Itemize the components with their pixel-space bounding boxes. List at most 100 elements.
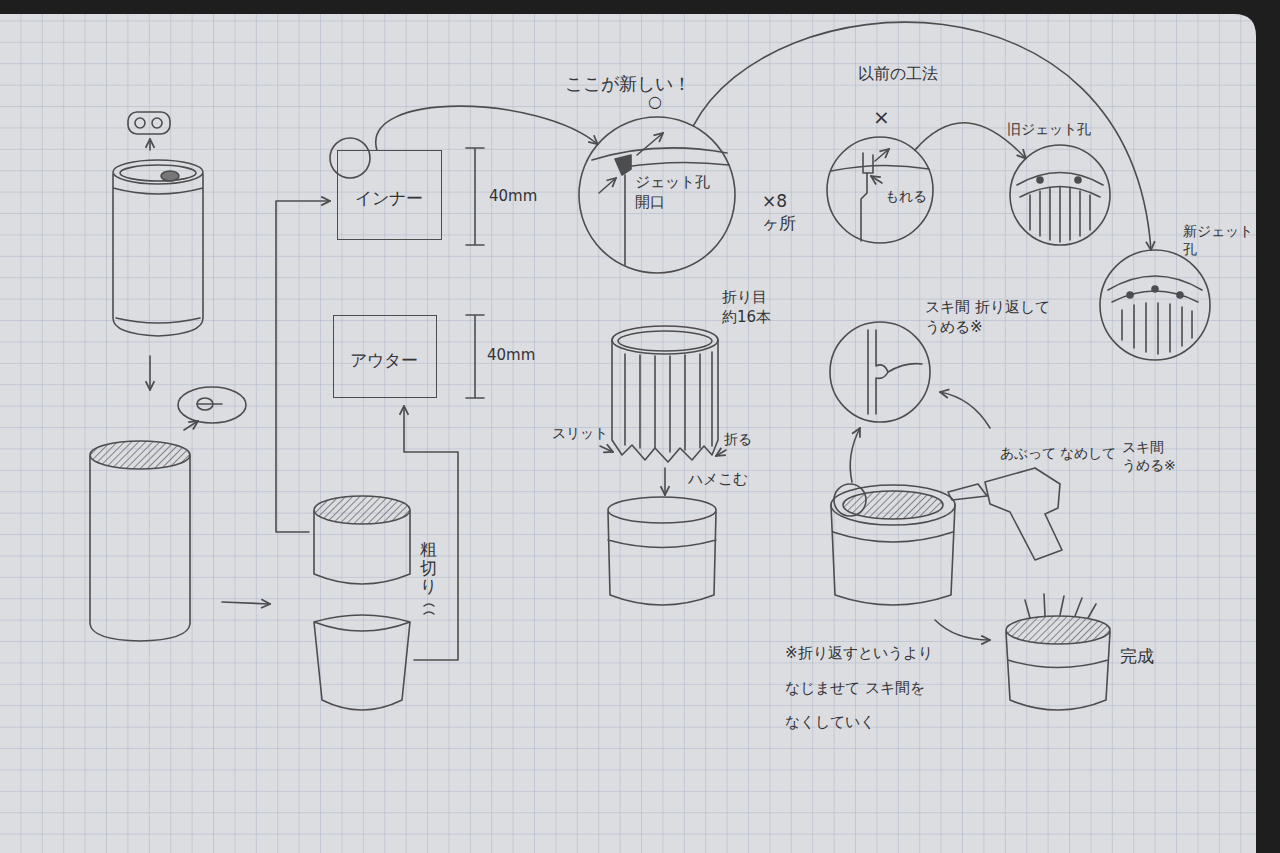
finished-cup xyxy=(1006,616,1110,644)
assembled-can xyxy=(831,428,955,605)
torch xyxy=(948,484,987,500)
folded-inner xyxy=(600,326,726,495)
annotation-text: 折り目 約16本 xyxy=(722,288,782,327)
annotation-text: 粗切り xyxy=(420,540,437,596)
folded-inner xyxy=(716,450,726,456)
detail-circle: ジェット孔 開口 xyxy=(577,115,737,275)
gap-detail xyxy=(830,322,930,422)
old-hole-sketch xyxy=(1017,173,1103,243)
old-hole-sketch xyxy=(1075,177,1081,183)
corner-mark xyxy=(330,138,370,178)
part-box: アウター xyxy=(333,315,437,398)
can-lid xyxy=(184,421,198,430)
annotation-text: ×8 ヶ所 xyxy=(762,190,802,234)
annotation-text: 40mm xyxy=(489,187,537,207)
annotation-text: ここが新しい！ xyxy=(565,72,691,95)
old-detail-sketch xyxy=(875,149,889,161)
new-detail-sketch xyxy=(599,178,616,193)
step-arrow xyxy=(222,602,270,604)
annotation-text: スキ間 折り返して うめる※ xyxy=(925,298,1055,337)
connector-arrow xyxy=(693,22,1151,250)
new-hole-sketch xyxy=(1177,292,1183,298)
annotation-text: ※折り返すというより なじませて スキ間を なくしていく xyxy=(785,636,940,740)
new-detail-sketch xyxy=(624,175,626,265)
outer-cup xyxy=(608,512,716,605)
finished-cup xyxy=(1025,594,1096,618)
dimension-bar xyxy=(466,148,484,398)
torch xyxy=(985,468,1062,560)
opened-can xyxy=(90,441,190,641)
flow-line xyxy=(404,406,458,660)
can-with-tab xyxy=(113,112,203,336)
paper-sheet xyxy=(0,14,1256,853)
new-hole-sketch xyxy=(1108,276,1202,302)
new-hole-sketch xyxy=(1122,303,1192,354)
old-detail-sketch xyxy=(871,176,882,183)
annotation-text: 40mm xyxy=(487,346,535,366)
can-with-tab xyxy=(152,118,162,128)
opened-can xyxy=(90,456,190,641)
folded-inner xyxy=(612,326,718,354)
assembled-can xyxy=(834,484,866,516)
new-detail-sketch xyxy=(615,155,631,175)
folded-inner xyxy=(625,352,712,452)
part-box: インナー xyxy=(337,150,442,240)
outer-cup xyxy=(608,497,716,605)
folded-inner xyxy=(612,340,718,462)
new-hole-sketch xyxy=(1152,286,1158,292)
old-detail-sketch xyxy=(861,173,867,241)
annotation-text: ○ xyxy=(648,92,662,113)
can-lid xyxy=(197,403,222,405)
circle-outline xyxy=(827,137,933,243)
annotation-text: 折る xyxy=(724,430,752,448)
pencil-sketch xyxy=(90,112,1202,710)
cut-cup xyxy=(314,604,434,710)
node-label: アウター xyxy=(350,349,418,371)
torch xyxy=(940,392,1062,560)
can-lid xyxy=(178,387,246,430)
step-arrow xyxy=(149,356,151,390)
cut-ring xyxy=(314,496,410,524)
folded-inner xyxy=(664,468,666,495)
old-hole-sketch xyxy=(1037,177,1043,183)
circle-outline xyxy=(579,117,735,273)
annotation-text: あぶって なめして xyxy=(1000,444,1116,462)
detail-circle: 旧ジェット孔 xyxy=(1005,120,1120,250)
circle-outline xyxy=(1100,250,1210,360)
annotation-text: 完成 xyxy=(1120,645,1154,667)
new-detail-sketch xyxy=(637,133,663,155)
step-arrow xyxy=(935,620,990,640)
old-hole-sketch xyxy=(1030,187,1090,242)
torch xyxy=(940,392,990,428)
can-with-tab xyxy=(149,139,151,150)
annotation-text: × xyxy=(873,104,890,130)
cut-ring xyxy=(314,496,410,584)
old-detail-sketch xyxy=(863,153,873,173)
finished-cup xyxy=(1006,594,1110,710)
cut-ring xyxy=(314,511,410,584)
can-with-tab xyxy=(113,174,203,336)
gap-detail xyxy=(868,330,888,414)
circle-outline xyxy=(1010,145,1110,245)
old-detail-sketch xyxy=(831,149,929,241)
folded-inner xyxy=(618,331,712,351)
new-detail-sketch xyxy=(592,148,727,160)
paper-sheet xyxy=(0,14,1256,853)
assembled-can xyxy=(831,485,955,525)
assembled-can xyxy=(843,491,943,519)
assembled-can xyxy=(850,428,860,482)
detail-circle: 新ジェット孔 xyxy=(1098,222,1248,362)
paper-sheet xyxy=(0,14,1256,853)
annotation-text: ハメこむ xyxy=(688,470,748,490)
circle-outline xyxy=(1005,120,1120,250)
gap-detail xyxy=(830,322,930,422)
can-with-tab xyxy=(161,171,179,181)
folded-inner xyxy=(600,446,613,452)
can-with-tab xyxy=(113,160,203,184)
new-hole-sketch xyxy=(1108,276,1202,354)
finished-cup xyxy=(1006,632,1110,710)
old-detail-sketch xyxy=(831,165,929,171)
node-label: もれる xyxy=(885,187,927,205)
can-lid xyxy=(178,387,246,423)
